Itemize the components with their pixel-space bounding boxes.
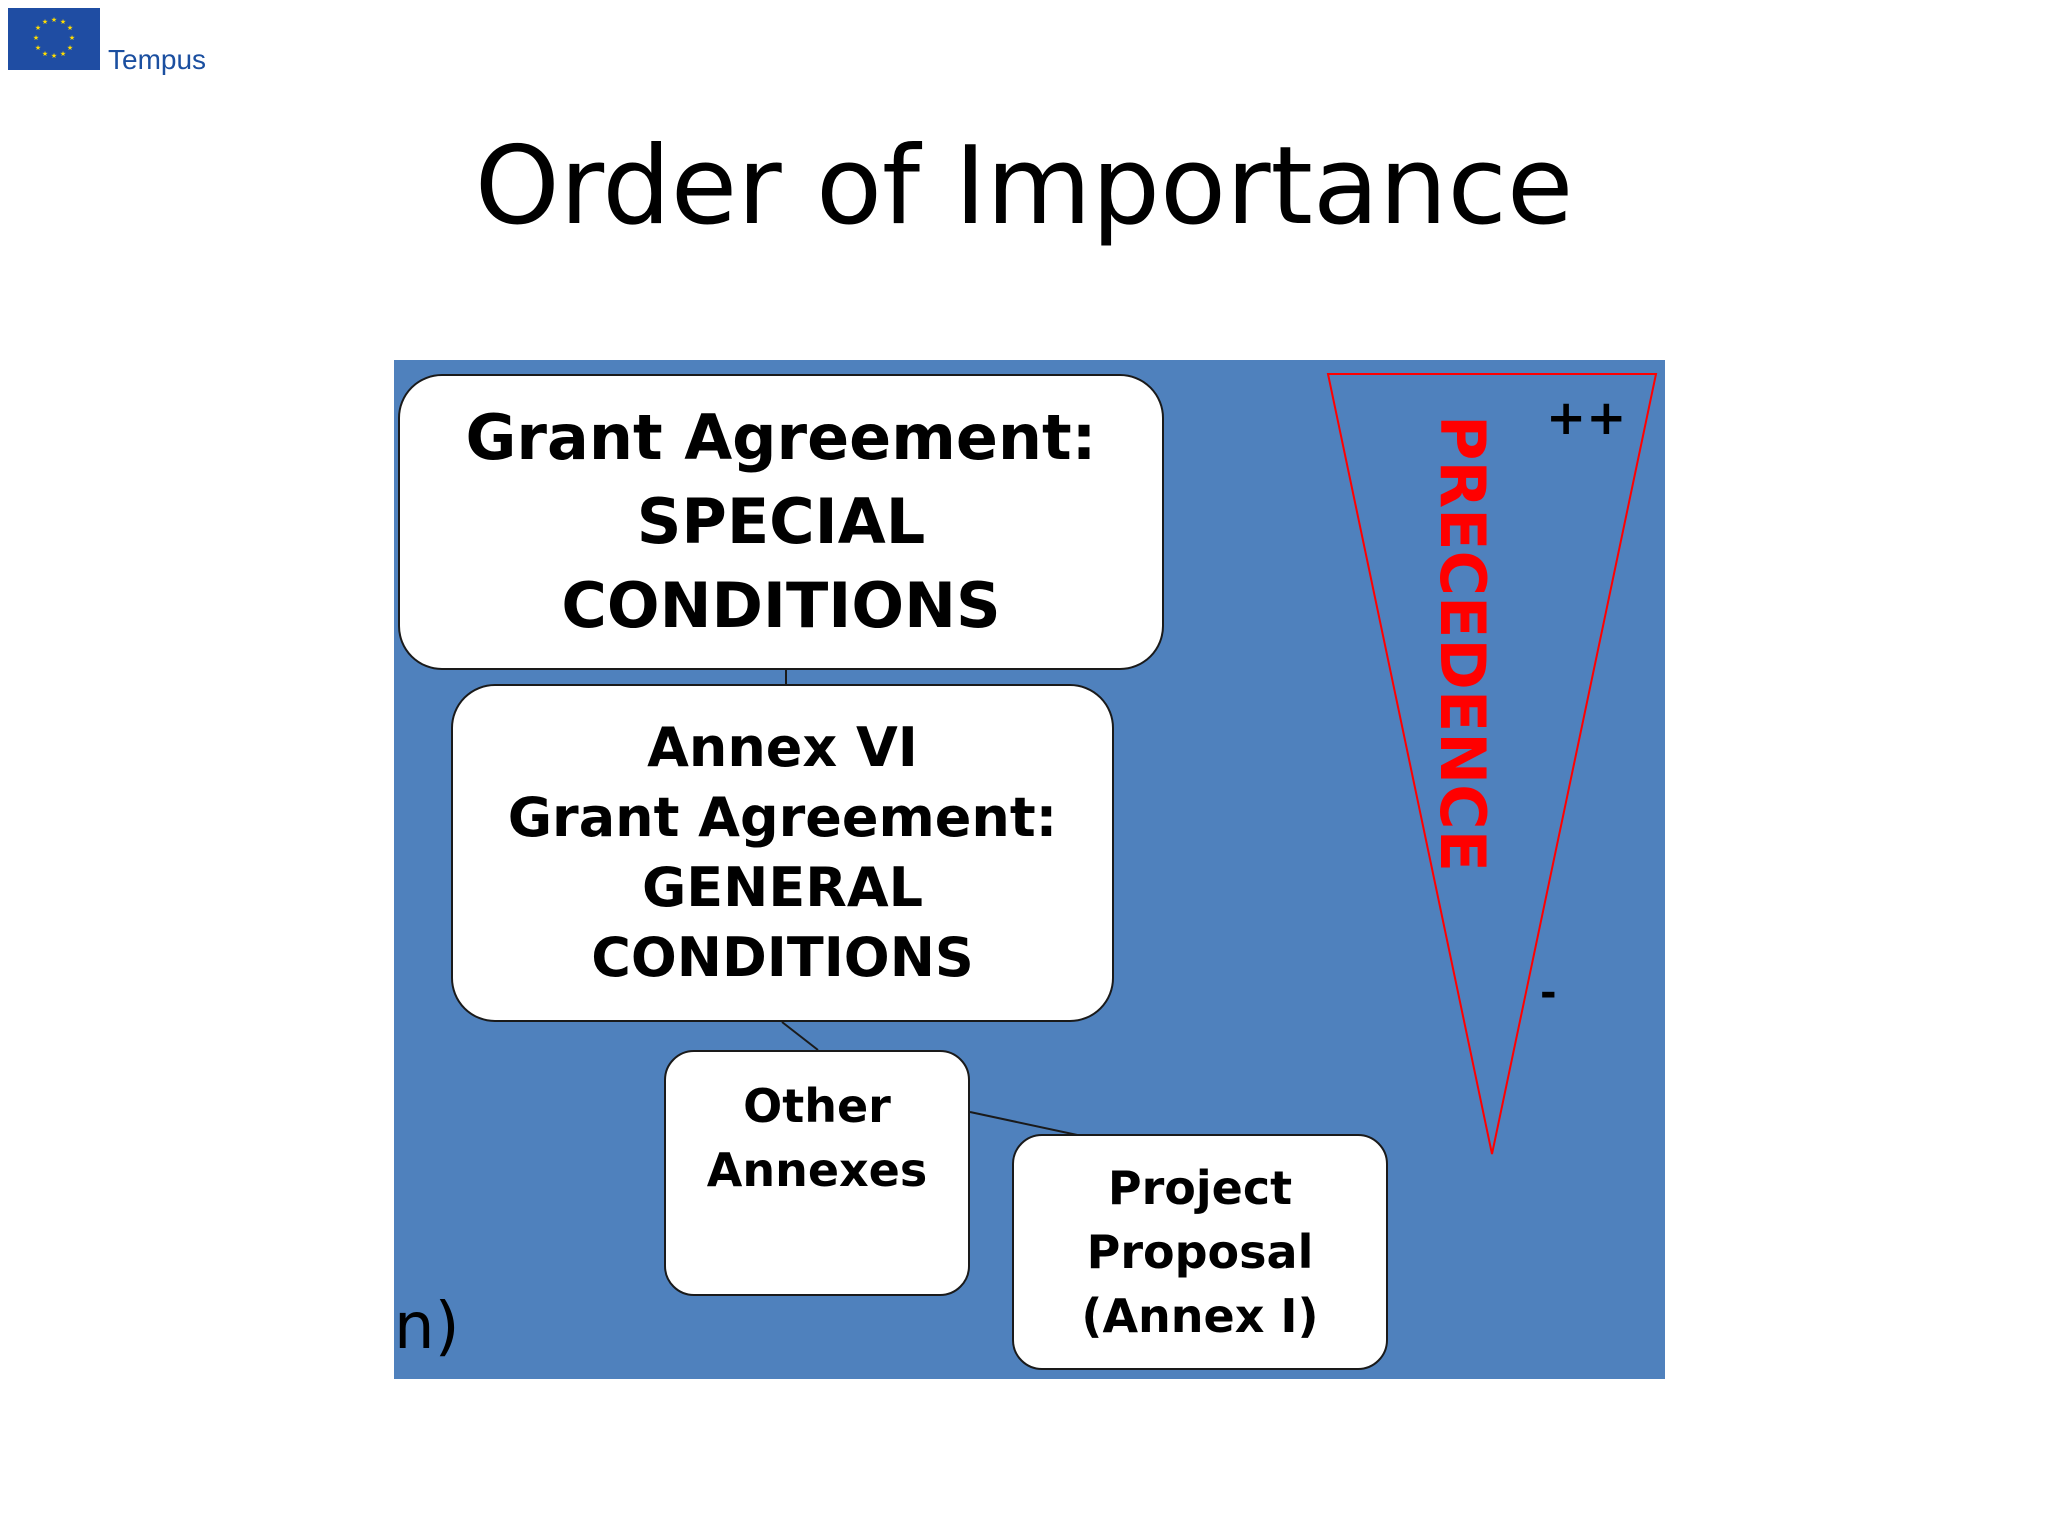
connector-lines bbox=[781, 670, 1083, 1137]
page-title: Order of Importance bbox=[474, 124, 1574, 249]
svg-text:★: ★ bbox=[69, 34, 75, 42]
connector-other-proposal bbox=[969, 1111, 1083, 1137]
connector-general-other bbox=[781, 1021, 819, 1051]
svg-text:★: ★ bbox=[51, 52, 57, 60]
svg-text:★: ★ bbox=[35, 44, 41, 52]
special-conditions-line: SPECIAL bbox=[636, 485, 926, 558]
precedence-low-label: - bbox=[1540, 970, 1557, 1016]
other-annexes-box: Other Annexes bbox=[664, 1050, 970, 1296]
other-annexes-line: Other bbox=[743, 1079, 891, 1133]
general-conditions-line: GENERAL bbox=[641, 856, 924, 919]
general-conditions-line: Annex VI bbox=[647, 716, 918, 779]
svg-text:★: ★ bbox=[67, 44, 73, 52]
svg-text:★: ★ bbox=[60, 50, 66, 58]
general-conditions-line: CONDITIONS bbox=[591, 926, 974, 989]
other-annexes-line: Annexes bbox=[706, 1143, 928, 1197]
svg-text:★: ★ bbox=[67, 24, 73, 32]
precedence-triangle bbox=[1326, 373, 1658, 1155]
svg-text:★: ★ bbox=[35, 24, 41, 32]
special-conditions-box: Grant Agreement: SPECIAL CONDITIONS bbox=[398, 374, 1164, 670]
general-conditions-line: Grant Agreement: bbox=[507, 786, 1058, 849]
eu-flag-icon: ★★★ ★★★ ★★★ ★★★ bbox=[8, 8, 100, 70]
special-conditions-line: Grant Agreement: bbox=[465, 401, 1097, 474]
general-conditions-box: Annex VI Grant Agreement: GENERAL CONDIT… bbox=[451, 684, 1114, 1022]
project-proposal-box: Project Proposal (Annex I) bbox=[1012, 1134, 1388, 1370]
cutoff-text: n) bbox=[394, 1290, 460, 1364]
precedence-label: PRECEDENCE bbox=[1426, 415, 1499, 872]
special-conditions-line: CONDITIONS bbox=[561, 569, 1001, 642]
svg-text:★: ★ bbox=[51, 16, 57, 24]
svg-text:★: ★ bbox=[42, 50, 48, 58]
svg-text:★: ★ bbox=[33, 34, 39, 42]
project-proposal-line: (Annex I) bbox=[1081, 1289, 1319, 1343]
svg-text:★: ★ bbox=[60, 18, 66, 26]
tempus-logo: ★★★ ★★★ ★★★ ★★★ Tempus bbox=[8, 8, 220, 78]
project-proposal-line: Project bbox=[1107, 1161, 1293, 1215]
svg-text:★: ★ bbox=[42, 18, 48, 26]
project-proposal-line: Proposal bbox=[1086, 1225, 1314, 1279]
precedence-diagram: Grant Agreement: SPECIAL CONDITIONS Anne… bbox=[394, 360, 1665, 1379]
tempus-logo-text: Tempus bbox=[108, 44, 207, 75]
precedence-high-label: ++ bbox=[1546, 390, 1627, 446]
